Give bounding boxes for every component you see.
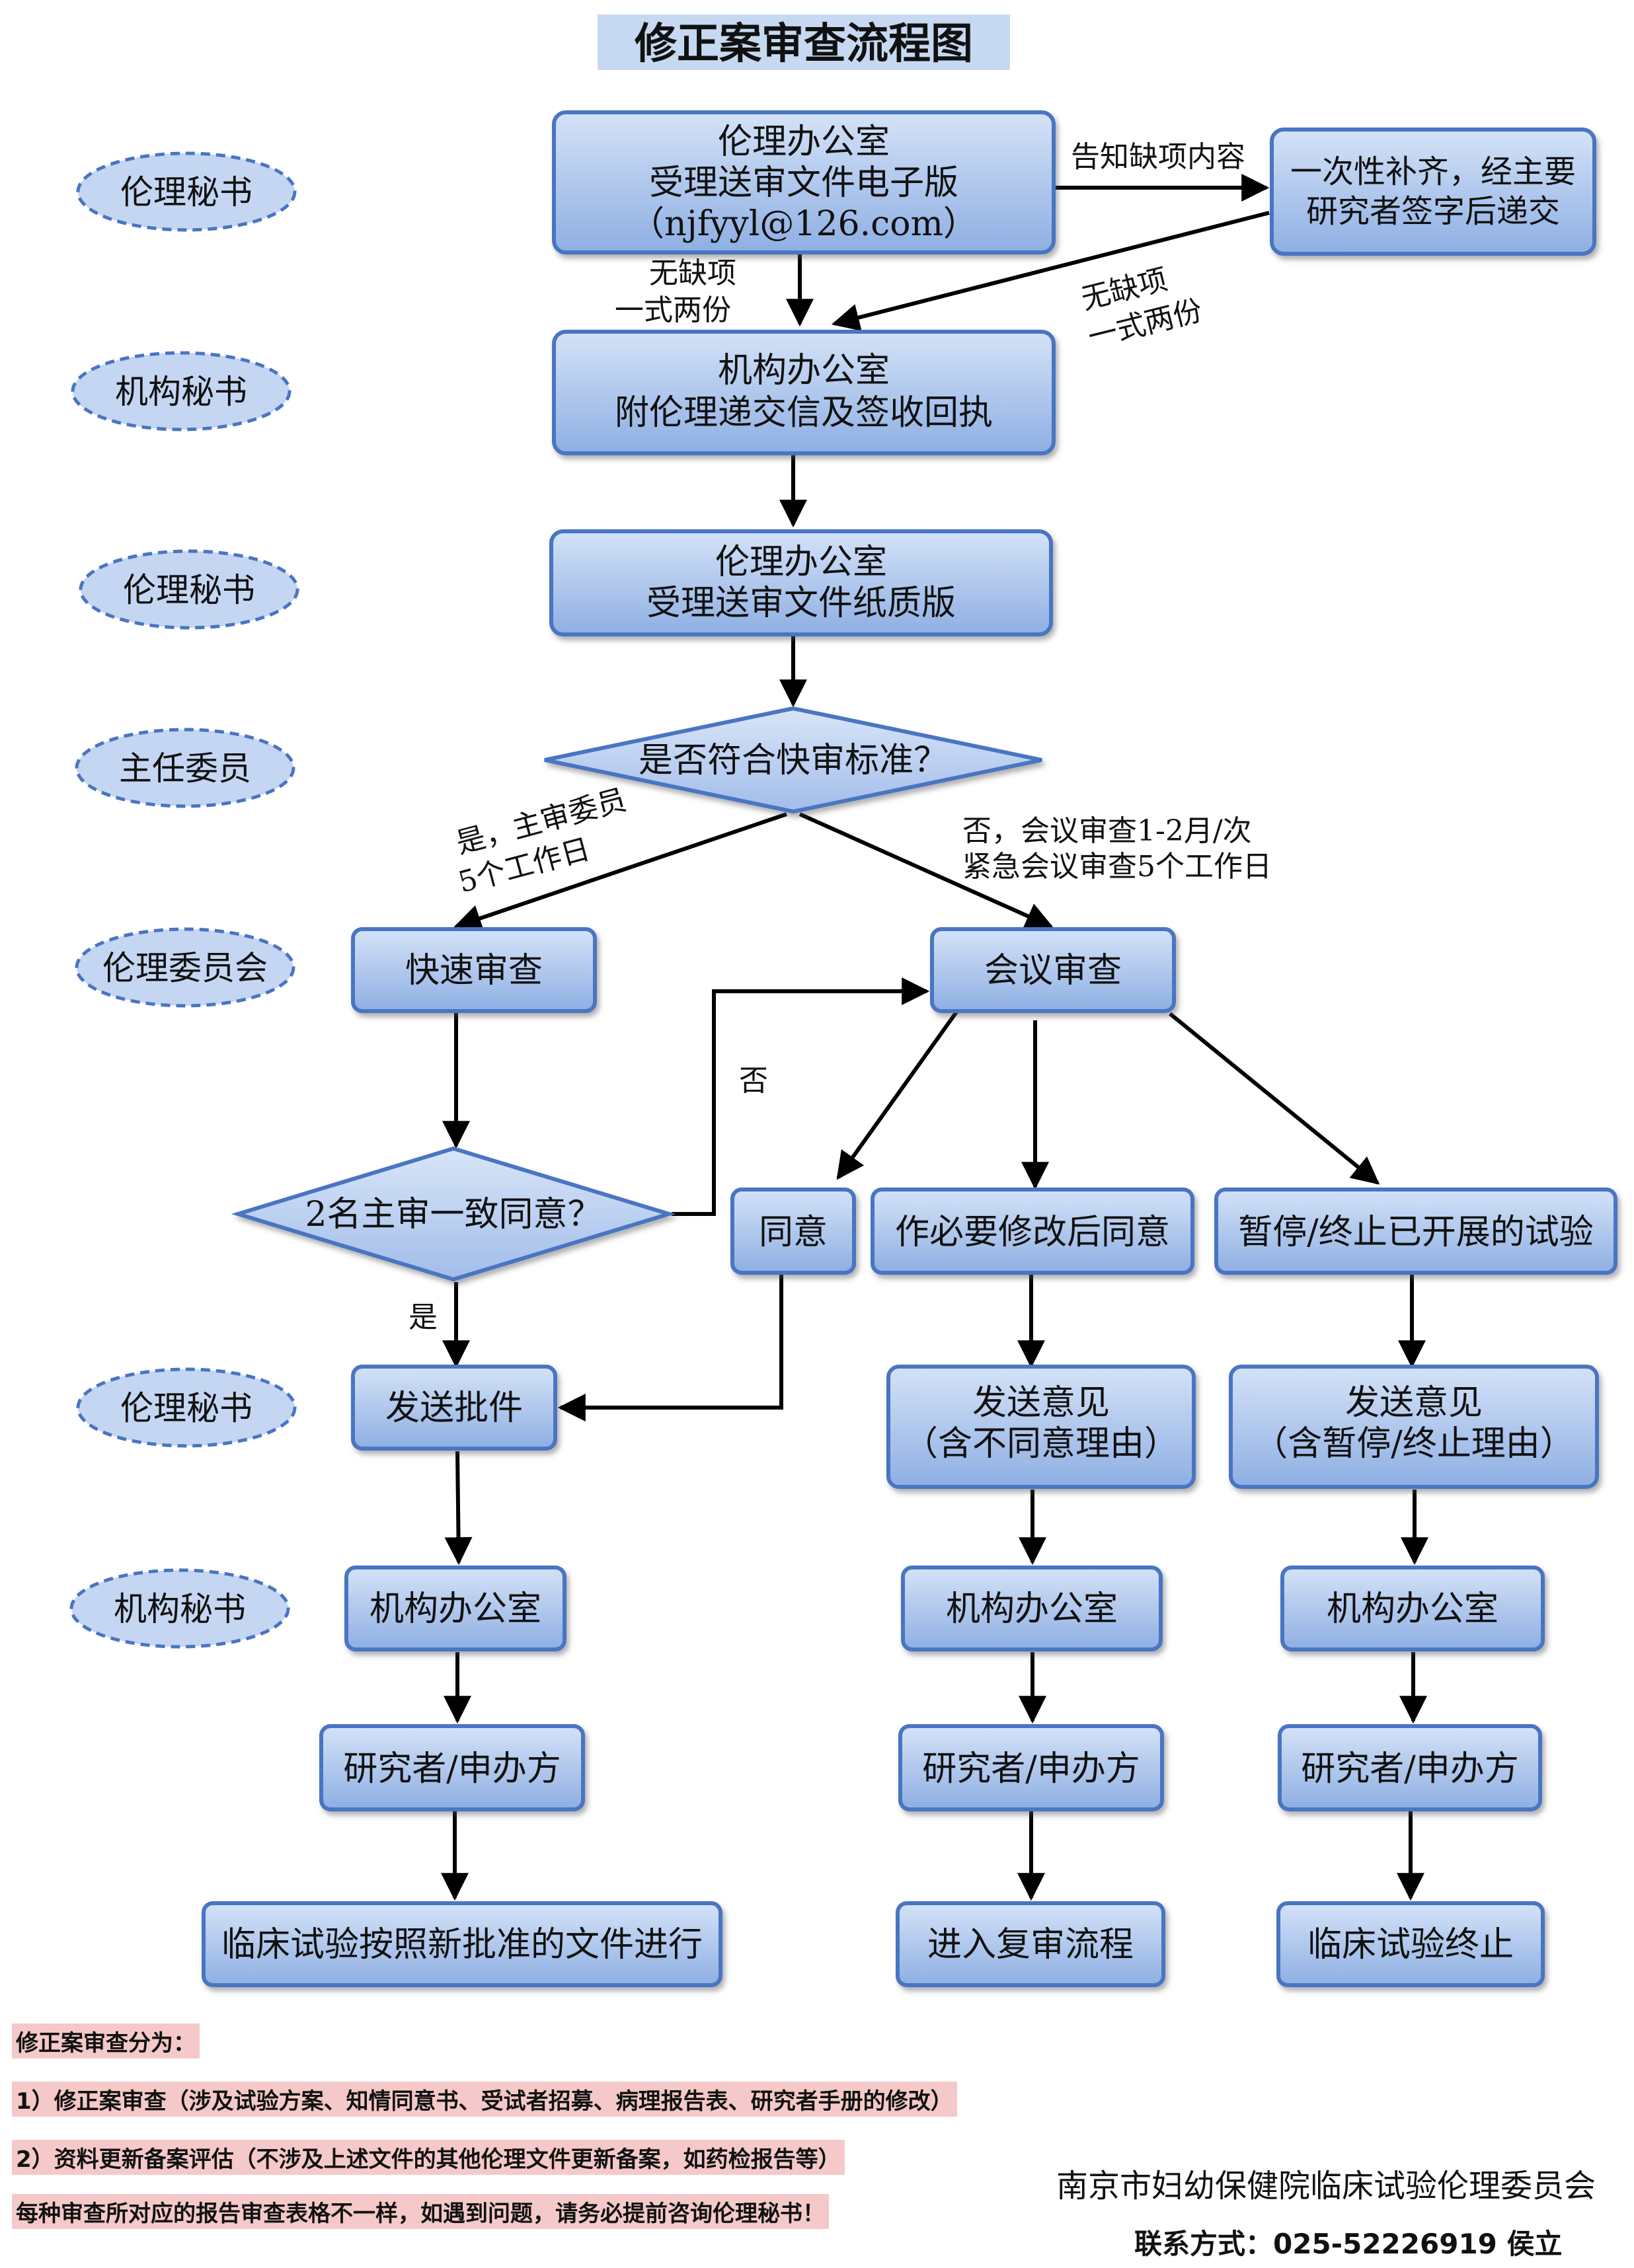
note-heading: 修正案审查分为： [12,2023,200,2059]
svg-text:主任委员: 主任委员 [119,749,251,788]
box-institution-office-mid: 机构办公室 [901,1566,1163,1651]
svg-text:附伦理递交信及签收回执: 附伦理递交信及签收回执 [615,393,993,433]
arrow-twoagree-no-to-meeting [672,977,930,1216]
box-final-right: 临床试验终止 [1276,1901,1545,1987]
box-supplement: 一次性补齐，经主要 研究者签字后递交 [1270,128,1596,256]
svg-text:伦理秘书: 伦理秘书 [120,173,253,211]
role-ethics-committee: 伦理委员会 [75,927,295,1008]
svg-text:是否符合快审标准？: 是否符合快审标准？ [639,741,948,780]
svg-text:研究者/申办方: 研究者/申办方 [343,1749,561,1789]
box-agree-after-modify: 作必要修改后同意 [871,1188,1194,1275]
box-suspend-terminate: 暂停/终止已开展的试验 [1214,1188,1617,1275]
svg-text:临床试验终止: 临床试验终止 [1307,1925,1514,1965]
connectors [441,174,1428,1901]
svg-text:作必要修改后同意: 作必要修改后同意 [895,1213,1170,1252]
svg-text:2名主审一致同意？: 2名主审一致同意？ [305,1195,602,1234]
label-no-missing-left-2: 一式两份 [615,293,731,327]
svg-text:伦理办公室: 伦理办公室 [715,543,887,582]
box-researcher-right: 研究者/申办方 [1278,1724,1542,1811]
svg-text:机构办公室: 机构办公室 [946,1589,1118,1629]
label-no: 否 [739,1064,768,1098]
role-ethics-secretary-1: 伦理秘书 [76,151,297,232]
diamond-two-reviewers-agree: 2名主审一致同意？ [231,1146,676,1282]
svg-text:一次性补齐，经主要: 一次性补齐，经主要 [1290,153,1576,190]
svg-text:伦理秘书: 伦理秘书 [120,1389,253,1427]
box-institution-office-letter: 机构办公室 附伦理递交信及签收回执 [552,330,1056,455]
svg-text:机构秘书: 机构秘书 [115,373,247,411]
svg-text:临床试验按照新批准的文件进行: 临床试验按照新批准的文件进行 [221,1925,703,1965]
box-ethics-office-electronic: 伦理办公室 受理送审文件电子版 （njfyyl@126.com） [552,110,1056,254]
svg-text:（njfyyl@126.com）: （njfyyl@126.com） [630,204,978,244]
svg-text:快速审查: 快速审查 [405,951,543,991]
svg-text:研究者签字后递交: 研究者签字后递交 [1306,193,1560,230]
box-final-mid: 进入复审流程 [896,1901,1165,1987]
svg-text:进入复审流程: 进入复审流程 [927,1925,1134,1965]
label-no-meeting-2: 紧急会议审查5个工作日 [962,850,1272,884]
svg-text:研究者/申办方: 研究者/申办方 [922,1749,1140,1789]
svg-text:发送意见: 发送意见 [972,1383,1110,1423]
svg-text:同意: 同意 [759,1213,828,1252]
diamond-fast-criteria: 是否符合快审标准？ [544,706,1042,814]
svg-text:发送意见: 发送意见 [1345,1383,1483,1423]
svg-text:机构办公室: 机构办公室 [370,1589,541,1629]
svg-text:（含不同意理由）: （含不同意理由） [904,1424,1179,1464]
box-final-left: 临床试验按照新批准的文件进行 [202,1901,722,1987]
box-researcher-left: 研究者/申办方 [319,1724,585,1811]
arrow-approval-to-office [444,1451,473,1566]
svg-text:机构秘书: 机构秘书 [114,1590,246,1628]
box-institution-office-left: 机构办公室 [344,1566,566,1651]
label-notify-missing: 告知缺项内容 [1071,140,1245,174]
svg-text:暂停/终止已开展的试验: 暂停/终止已开展的试验 [1238,1213,1594,1252]
footer-organization: 南京市妇幼保健院临床试验伦理委员会 [1056,2168,1596,2205]
svg-text:伦理秘书: 伦理秘书 [123,571,255,609]
footer-contact: 联系方式：025-52226919 侯立 [1134,2228,1563,2260]
box-send-opinion-suspend: 发送意见 （含暂停/终止理由） [1229,1365,1599,1489]
box-ethics-office-paper: 伦理办公室 受理送审文件纸质版 [549,529,1053,636]
box-meeting-review: 会议审查 [930,927,1176,1013]
svg-text:机构办公室: 机构办公室 [1327,1589,1498,1629]
label-no-missing-left-1: 无缺项 [649,256,736,290]
svg-text:受理送审文件电子版: 受理送审文件电子版 [649,163,958,203]
box-researcher-mid: 研究者/申办方 [898,1724,1164,1811]
svg-text:发送批件: 发送批件 [385,1388,523,1428]
arrow-agree-to-approval [557,1273,783,1421]
svg-text:受理送审文件纸质版: 受理送审文件纸质版 [646,584,956,623]
arrow-criteria-to-meeting [798,812,1054,929]
svg-text:会议审查: 会议审查 [984,951,1122,991]
box-agree: 同意 [730,1188,856,1275]
svg-text:研究者/申办方: 研究者/申办方 [1301,1749,1519,1789]
role-institution-secretary-1: 机构秘书 [71,351,292,432]
role-ethics-secretary-3: 伦理秘书 [76,1367,297,1448]
role-institution-secretary-2: 机构秘书 [69,1568,290,1649]
box-institution-office-right: 机构办公室 [1280,1566,1545,1651]
note-item-1: 1）修正案审查（涉及试验方案、知情同意书、受试者招募、病理报告表、研究者手册的修… [12,2082,957,2117]
arrow-meeting-to-suspend [1169,1012,1380,1185]
role-ethics-secretary-2: 伦理秘书 [79,549,299,630]
label-no-meeting-1: 否，会议审查1-2月/次 [962,814,1252,848]
note-warning: 每种审查所对应的报告审查表格不一样，如遇到问题，请务必提前咨询伦理秘书！ [12,2194,829,2229]
box-quick-review: 快速审查 [351,927,597,1013]
note-item-2: 2）资料更新备案评估（不涉及上述文件的其他伦理文件更新备案，如药检报告等） [12,2140,845,2175]
box-send-approval: 发送批件 [351,1365,557,1451]
box-send-opinion-disagree: 发送意见 （含不同意理由） [886,1365,1196,1489]
title-background [598,15,1010,70]
svg-text:机构办公室: 机构办公室 [718,351,890,391]
arrow-supplement-to-institution [831,211,1270,331]
svg-text:伦理委员会: 伦理委员会 [102,949,268,987]
role-committee-chair: 主任委员 [75,728,295,808]
label-yes: 是 [408,1301,438,1334]
svg-text:伦理办公室: 伦理办公室 [718,122,890,162]
arrow-criteria-to-quick [453,812,787,932]
svg-text:（含暂停/终止理由）: （含暂停/终止理由） [1253,1424,1575,1464]
arrow-meeting-to-agree [836,1010,959,1180]
page-title: 修正案审查流程图 [635,20,973,69]
